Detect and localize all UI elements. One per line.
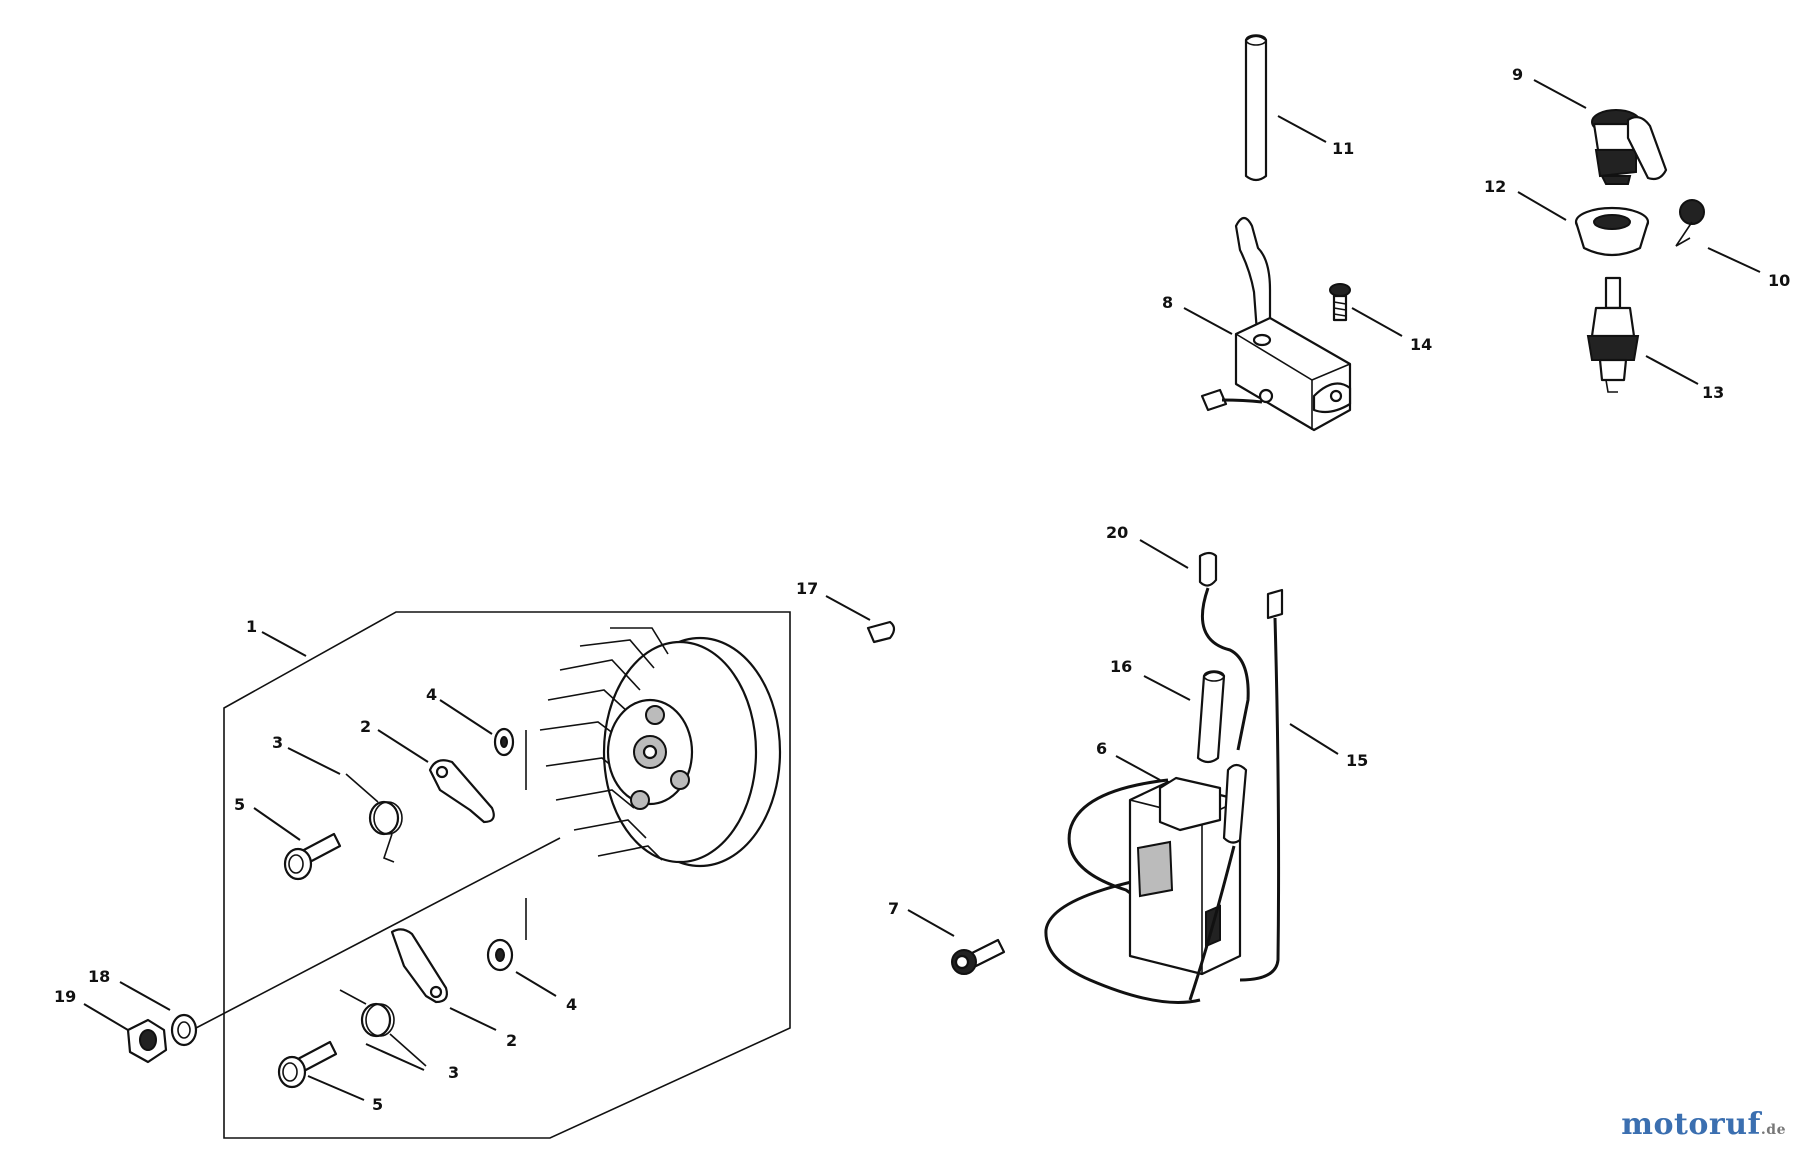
callout-13: 13 <box>1702 383 1724 402</box>
callout-10: 10 <box>1768 271 1790 290</box>
module-8 <box>1200 216 1352 432</box>
callout-7: 7 <box>888 899 899 918</box>
callout-16: 16 <box>1110 657 1132 676</box>
spark-plug-13 <box>1586 276 1640 393</box>
washer-lower <box>486 938 514 972</box>
tube-11 <box>1244 34 1268 182</box>
boot-wire-20 <box>1188 551 1250 1001</box>
callout-4-upper: 4 <box>426 685 437 704</box>
grommet-12 <box>1574 206 1650 257</box>
ignition-coil <box>1044 776 1242 1004</box>
callout-5-lower: 5 <box>372 1095 383 1114</box>
callout-19: 19 <box>54 987 76 1006</box>
callout-labels: 1 2 2 3 3 4 4 5 5 6 7 8 9 10 11 12 13 14… <box>54 65 1790 1114</box>
spring-10 <box>1675 199 1705 247</box>
spring-lower <box>339 989 427 1067</box>
callout-20: 20 <box>1106 523 1128 542</box>
leader-lines <box>83 79 1761 1101</box>
flywheel-assembly-frame <box>195 611 791 1139</box>
watermark-brand: motoruf <box>1621 1107 1761 1142</box>
tube-16 <box>1196 670 1226 764</box>
flywheel <box>539 627 782 868</box>
watermark-logo: motoruf.de <box>1621 1107 1786 1142</box>
spring-upper <box>345 773 403 863</box>
coil-bolt-7 <box>951 938 1006 975</box>
key-17 <box>866 620 896 644</box>
ground-wire-15 <box>1239 588 1284 982</box>
callout-1: 1 <box>246 617 257 636</box>
callout-8: 8 <box>1162 293 1173 312</box>
pawl-upper <box>428 759 495 824</box>
callout-17: 17 <box>796 579 818 598</box>
callout-11: 11 <box>1332 139 1354 158</box>
callout-5-upper: 5 <box>234 795 245 814</box>
callout-6: 6 <box>1096 739 1107 758</box>
callout-9: 9 <box>1512 65 1523 84</box>
pawl-lower <box>390 928 448 1004</box>
callout-18: 18 <box>88 967 110 986</box>
callout-2-lower: 2 <box>506 1031 517 1050</box>
watermark-tld: .de <box>1760 1122 1786 1138</box>
bolt-lower <box>277 1040 338 1089</box>
washer-upper <box>493 727 515 757</box>
callout-3-upper: 3 <box>272 733 283 752</box>
screw-14 <box>1329 283 1351 322</box>
boot-9 <box>1591 109 1668 185</box>
callout-15: 15 <box>1346 751 1368 770</box>
callout-4-lower: 4 <box>566 995 577 1014</box>
callout-3-lower: 3 <box>448 1063 459 1082</box>
callout-2-upper: 2 <box>360 717 371 736</box>
washer-18 <box>170 1013 198 1047</box>
bolt-upper <box>283 832 342 881</box>
callout-14: 14 <box>1410 335 1432 354</box>
callout-12: 12 <box>1484 177 1506 196</box>
nut-19 <box>126 1018 168 1064</box>
